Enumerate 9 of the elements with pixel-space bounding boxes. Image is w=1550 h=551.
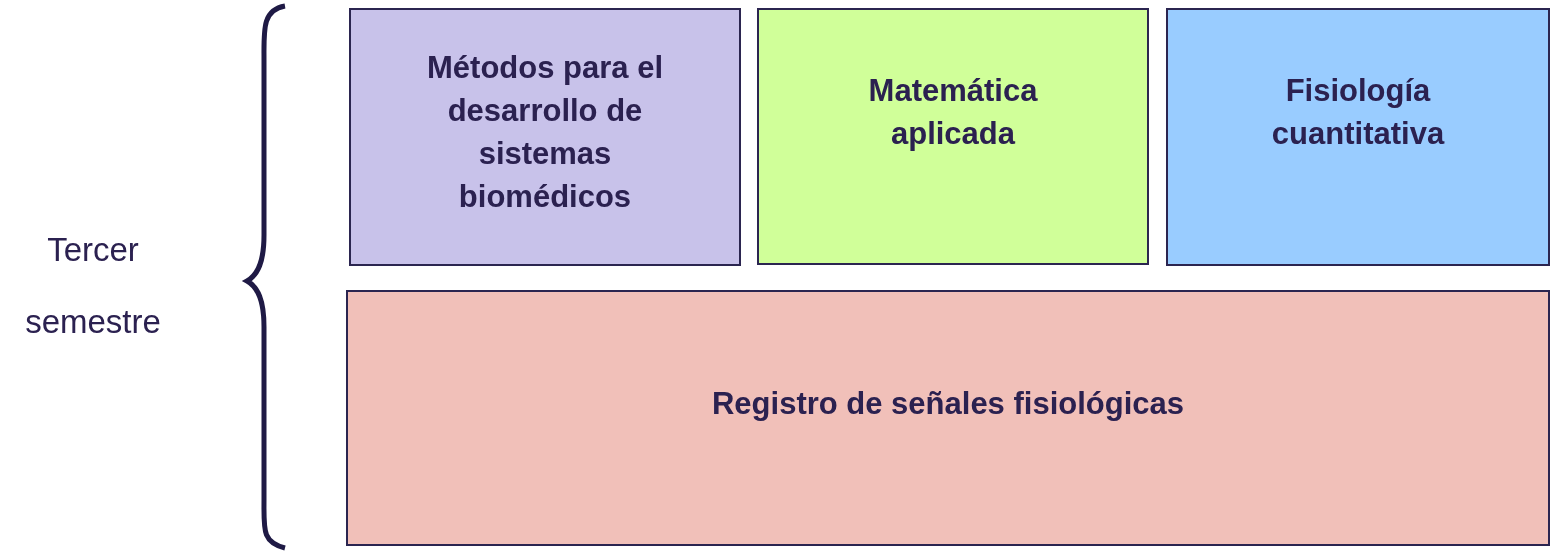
semester-label: Tercer semestre (24, 230, 162, 342)
course-title: Métodos para el desarrollo de sistemas biomédicos (426, 49, 664, 216)
course-box (346, 290, 1550, 546)
course-box (349, 8, 741, 266)
course-title: Fisiología cuantitativa (1270, 72, 1446, 153)
course-box (757, 8, 1149, 265)
course-box (1166, 8, 1550, 266)
course-title: Matemática aplicada (867, 71, 1039, 153)
course-title: Registro de señales fisiológicas (711, 384, 1185, 423)
